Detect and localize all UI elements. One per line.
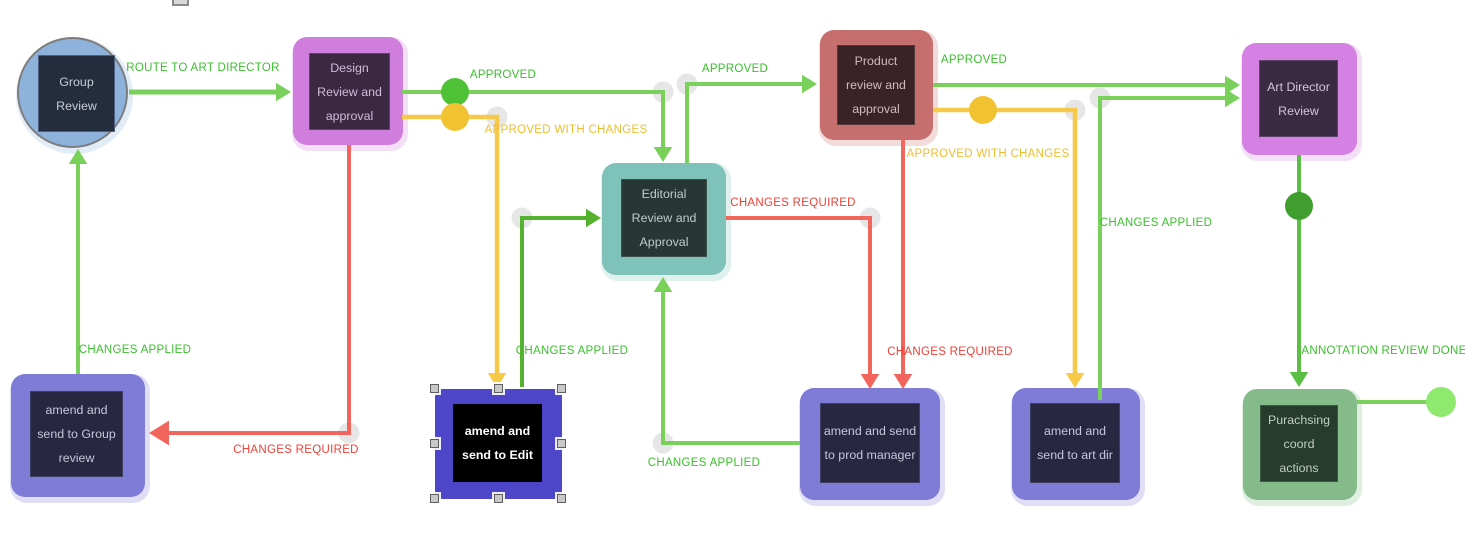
edge-route-to-art-director[interactable]	[129, 82, 291, 102]
edge-label-changes-applied-artdir[interactable]: CHANGES APPLIED	[1099, 217, 1213, 229]
edge-connector-dot[interactable]	[1426, 387, 1456, 417]
edge-label-approved-product-artdir[interactable]: APPROVED	[940, 54, 1008, 66]
edge-connector-dot[interactable]	[441, 103, 469, 131]
edge-changes-applied-group[interactable]	[68, 149, 88, 374]
node-label-editorial-review: Editorial Review and Approval	[631, 187, 697, 249]
edge-purchasing-connector[interactable]	[1357, 387, 1456, 417]
node-group-review[interactable]: Group Review	[17, 37, 128, 148]
edge-connector-dot[interactable]	[1285, 192, 1313, 220]
node-design-review[interactable]: Design Review and approval	[293, 37, 403, 145]
edge-changes-required-editorial-amend[interactable]	[726, 207, 881, 390]
edge-line-approved-editorial-product[interactable]	[685, 82, 804, 163]
edge-arrowhead-changes-applied-artdir	[1225, 88, 1240, 108]
node-label-product-review: Product review and approval	[846, 54, 906, 116]
node-inner-group-review: Group Review	[38, 55, 115, 132]
node-inner-amend-artdir: amend and send to art dir	[1030, 403, 1120, 483]
edge-connector-dot[interactable]	[969, 96, 997, 124]
edge-approved-design-editorial[interactable]	[402, 78, 674, 162]
node-purchasing-coord[interactable]: Purachsing coord actions	[1243, 389, 1357, 500]
selection-handle-w[interactable]	[430, 439, 439, 448]
edge-line-changes-applied-amend-editorial[interactable]	[661, 290, 800, 445]
node-amend-artdir[interactable]: amend and send to art dir	[1012, 388, 1140, 500]
edge-changes-required-design-group[interactable]	[149, 145, 360, 446]
node-inner-amend-edit: amend and send to Edit	[453, 404, 542, 482]
selection-handle-nw[interactable]	[430, 384, 439, 393]
node-amend-prod[interactable]: amend and send to prod manager	[800, 388, 940, 500]
edge-label-changes-applied-edit-editorial[interactable]: CHANGES APPLIED	[515, 345, 629, 357]
edge-arrowhead-changes-applied-amend-editorial	[653, 277, 673, 292]
edge-label-annotation-review-done[interactable]: ANNOTATION REVIEW DONE	[1301, 345, 1465, 357]
edge-arrowhead-changes-required-design-group	[149, 420, 169, 446]
edge-label-changes-required-product-amend[interactable]: CHANGES REQUIRED	[887, 346, 1013, 358]
edge-arrowhead-approved-product-artdir	[1225, 75, 1240, 95]
node-inner-design-review: Design Review and approval	[309, 53, 390, 130]
selection-handle-se[interactable]	[557, 494, 566, 503]
node-label-purchasing-coord: Purachsing coord actions	[1268, 412, 1330, 475]
edge-label-changes-applied-group[interactable]: CHANGES APPLIED	[78, 344, 192, 356]
edge-connector-dot[interactable]	[441, 78, 469, 106]
node-label-design-review: Design Review and approval	[317, 60, 382, 123]
edge-label-approved-design-editorial[interactable]: APPROVED	[469, 69, 537, 81]
edge-arrowhead-annotation-review-done	[1289, 372, 1309, 387]
node-label-amend-edit: amend and send to Edit	[462, 424, 533, 462]
selection-handle-s[interactable]	[493, 494, 503, 503]
edge-line-approved-with-changes-design-edit[interactable]	[402, 114, 500, 375]
edge-arrowhead-approved-with-changes-product-artdir	[1065, 373, 1085, 388]
edge-changes-applied-artdir[interactable]	[1089, 87, 1241, 401]
edge-approved-editorial-product[interactable]	[676, 73, 818, 164]
node-inner-editorial-review: Editorial Review and Approval	[621, 179, 707, 257]
edge-arrowhead-changes-required-editorial-amend	[860, 374, 880, 389]
selection-handle-n[interactable]	[493, 384, 503, 393]
edge-annotation-review-done[interactable]	[1285, 155, 1313, 387]
node-inner-product-review: Product review and approval	[837, 45, 915, 125]
node-label-amend-artdir: amend and send to art dir	[1037, 424, 1113, 462]
edge-line-approved-design-editorial[interactable]	[402, 90, 665, 149]
selection-handle-ne[interactable]	[557, 384, 566, 393]
edge-label-changes-applied-amend-editorial[interactable]: CHANGES APPLIED	[647, 457, 761, 469]
node-art-director-review[interactable]: Art Director Review	[1242, 43, 1357, 155]
edge-arrowhead-changes-required-product-amend	[893, 374, 913, 389]
edge-label-changes-required-design-group[interactable]: CHANGES REQUIRED	[233, 444, 359, 456]
edge-line-changes-required-editorial-amend[interactable]	[726, 216, 872, 376]
edge-line-changes-required-design-group[interactable]	[167, 145, 351, 435]
edge-label-approved-with-changes-product-artdir[interactable]: APPROVED WITH CHANGES	[906, 148, 1070, 160]
edge-approved-product-artdir[interactable]	[933, 75, 1240, 95]
node-label-amend-group: amend and send to Group review	[37, 403, 116, 465]
edge-label-approved-editorial-product[interactable]: APPROVED	[701, 63, 769, 75]
node-product-review[interactable]: Product review and approval	[820, 30, 933, 140]
selection-handle-e[interactable]	[557, 439, 566, 448]
edge-label-route-to-art-director[interactable]: ROUTE TO ART DIRECTOR	[126, 62, 280, 74]
node-amend-group[interactable]: amend and send to Group review	[11, 374, 145, 497]
node-label-amend-prod: amend and send to prod manager	[823, 424, 917, 462]
edge-arrowhead-changes-applied-edit-editorial	[586, 208, 601, 228]
node-inner-art-director-review: Art Director Review	[1259, 60, 1338, 137]
node-inner-purchasing-coord: Purachsing coord actions	[1260, 405, 1338, 482]
edge-changes-applied-edit-editorial[interactable]	[511, 207, 602, 388]
edge-changes-required-product-amend[interactable]	[893, 140, 913, 389]
edge-arrowhead-approved-with-changes-design-edit	[487, 373, 507, 388]
node-amend-edit[interactable]: amend and send to Edit	[435, 389, 562, 499]
node-label-art-director-review: Art Director Review	[1267, 79, 1330, 118]
edge-approved-with-changes-design-edit[interactable]	[402, 103, 508, 388]
node-inner-amend-group: amend and send to Group review	[30, 391, 123, 477]
edge-label-changes-required-editorial-amend[interactable]: CHANGES REQUIRED	[730, 197, 856, 209]
edge-label-approved-with-changes-design-edit[interactable]: APPROVED WITH CHANGES	[484, 124, 648, 136]
edge-changes-applied-amend-editorial[interactable]	[652, 277, 801, 454]
edge-line-changes-applied-edit-editorial[interactable]	[520, 216, 588, 387]
edge-arrowhead-approved-design-editorial	[653, 147, 673, 162]
edge-arrowhead-route-to-art-director	[276, 82, 291, 102]
node-editorial-review[interactable]: Editorial Review and Approval	[602, 163, 726, 275]
selection-handle-sw[interactable]	[430, 494, 439, 503]
edge-arrowhead-approved-editorial-product	[802, 74, 817, 94]
edge-line-changes-applied-artdir[interactable]	[1098, 96, 1227, 400]
edge-arrowhead-changes-applied-group	[68, 149, 88, 164]
node-label-group-review: Group Review	[56, 74, 97, 113]
edge-approved-with-changes-product-artdir[interactable]	[933, 96, 1086, 388]
node-inner-amend-prod: amend and send to prod manager	[820, 403, 920, 483]
canvas-top-handle[interactable]	[172, 0, 189, 6]
